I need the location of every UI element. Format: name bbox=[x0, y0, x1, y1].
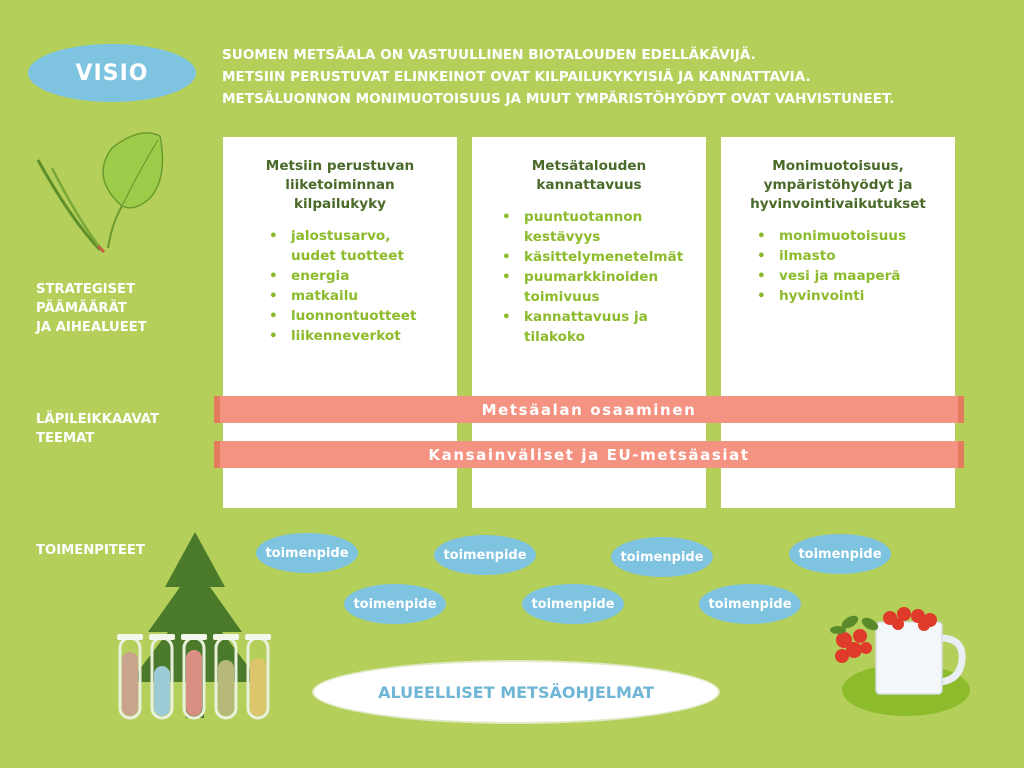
label-cross-cutting-themes: LÄPILEIKKAAVAT TEEMAT bbox=[36, 412, 159, 446]
list-item: •luonnontuotteet bbox=[269, 308, 417, 324]
band-forest-sector-expertise: Metsäalan osaaminen bbox=[214, 396, 964, 423]
column-list: •monimuotoisuus •ilmasto •vesi ja maaper… bbox=[721, 226, 955, 306]
list-item: •monimuotoisuus bbox=[757, 228, 907, 244]
action-oval-3: toimenpide bbox=[611, 537, 713, 577]
list-item: •matkailu bbox=[269, 288, 359, 304]
list-item: •puumarkkinoiden toimivuus bbox=[502, 269, 659, 305]
vision-statement: SUOMEN METSÄALA ON VASTUULLINEN BIOTALOU… bbox=[222, 44, 1002, 110]
column-list: •jalostusarvo, uudet tuotteet •energia •… bbox=[223, 226, 457, 346]
column-list: •puuntuotannon kestävyys •käsittelymenet… bbox=[472, 207, 706, 347]
action-oval-1: toimenpide bbox=[256, 533, 358, 573]
regional-forest-programs: ALUEELLISET METSÄOHJELMAT bbox=[312, 660, 720, 724]
list-item: •kannattavuus ja tilakoko bbox=[502, 309, 648, 345]
berry-mug-icon bbox=[830, 607, 970, 716]
list-item: •vesi ja maaperä bbox=[757, 268, 901, 284]
list-item: •puuntuotannon kestävyys bbox=[502, 209, 643, 245]
visio-badge: VISIO bbox=[28, 44, 196, 102]
label-strategic-goals: STRATEGISET PÄÄMÄÄRÄT JA AIHEALUEET bbox=[36, 282, 147, 335]
action-oval-4: toimenpide bbox=[789, 534, 891, 574]
list-item: •liikenneverkot bbox=[269, 328, 401, 344]
grass-icon bbox=[36, 159, 106, 254]
list-item: •ilmasto bbox=[757, 248, 836, 264]
column-title: Metsätalouden kannattavuus bbox=[531, 158, 647, 193]
vision-line-2: METSIIN PERUSTUVAT ELINKEINOT OVAT KILPA… bbox=[222, 69, 811, 85]
band-international-eu-affairs: Kansainväliset ja EU-metsäasiat bbox=[214, 441, 964, 468]
column-title: Monimuotoisuus, ympäristöhyödyt ja hyvin… bbox=[750, 158, 926, 212]
vision-line-1: SUOMEN METSÄALA ON VASTUULLINEN BIOTALOU… bbox=[222, 47, 756, 63]
column-title: Metsiin perustuvan liiketoiminnan kilpai… bbox=[265, 158, 415, 212]
list-item: •käsittelymenetelmät bbox=[502, 249, 684, 265]
action-oval-7: toimenpide bbox=[699, 584, 801, 624]
test-tubes-icon bbox=[117, 634, 271, 720]
action-oval-6: toimenpide bbox=[522, 584, 624, 624]
label-actions: TOIMENPITEET bbox=[36, 543, 145, 558]
list-item: •energia bbox=[269, 268, 350, 284]
list-item: •jalostusarvo, uudet tuotteet bbox=[269, 228, 404, 264]
vision-line-3: METSÄLUONNON MONIMUOTOISUUS JA MUUT YMPÄ… bbox=[222, 91, 895, 107]
action-oval-5: toimenpide bbox=[344, 584, 446, 624]
leaf-icon bbox=[36, 132, 164, 254]
list-item: •hyvinvointi bbox=[757, 288, 865, 304]
action-oval-2: toimenpide bbox=[434, 535, 536, 575]
